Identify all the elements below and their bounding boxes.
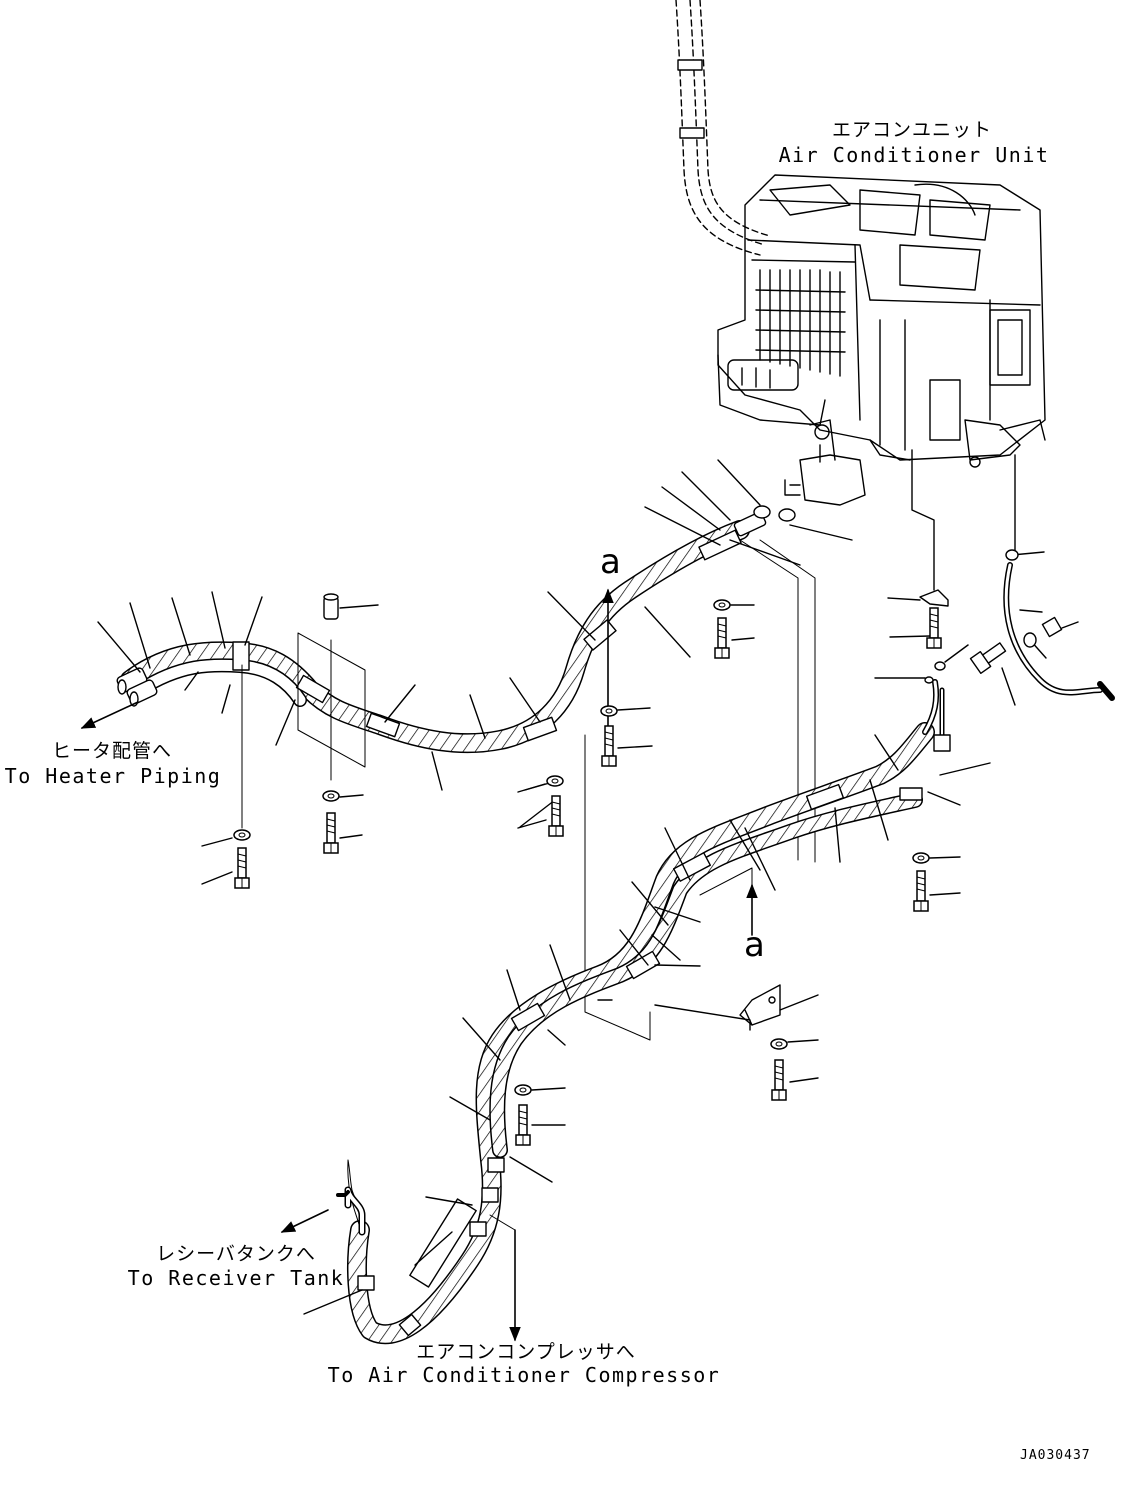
upper-hose-bundle (675, 0, 771, 256)
ac-unit-label-jp: エアコンユニット (831, 119, 993, 141)
lower-hose (336, 679, 951, 1345)
receiver-tank-label-en: To Receiver Tank (127, 1266, 345, 1290)
view-marker-lower: a (744, 925, 765, 965)
air-conditioner-unit (717, 174, 1046, 506)
heater-piping-label-en: To Heater Piping (4, 764, 222, 788)
compressor-label-jp: エアコンコンプレッサへ (416, 1341, 636, 1363)
upper-hose (116, 505, 796, 754)
view-marker-upper: a (600, 542, 621, 582)
compressor-label-en: To Air Conditioner Compressor (327, 1363, 721, 1387)
heater-piping-label-jp: ヒータ配管へ (51, 740, 173, 762)
drawing-number: JA030437 (1020, 1448, 1091, 1463)
fastener-hardware (233, 599, 942, 1146)
ac-unit-label-en: Air Conditioner Unit (778, 143, 1050, 167)
receiver-tank-label-jp: レシーバタンクへ (156, 1243, 316, 1265)
